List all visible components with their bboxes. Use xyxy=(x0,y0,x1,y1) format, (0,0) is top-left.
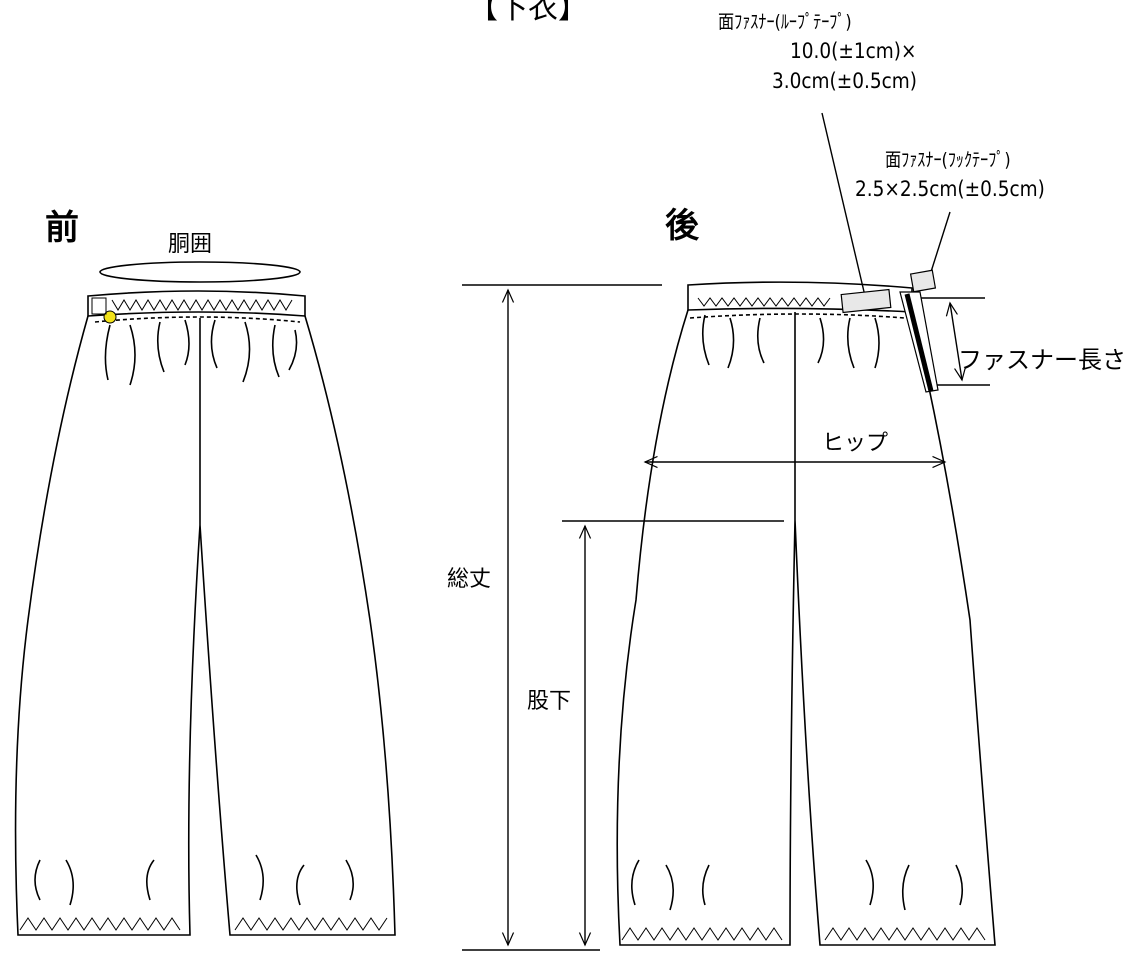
hook-tape-line2: 2.5×2.5cm(±0.5cm) xyxy=(855,177,1045,201)
front-view-label: 前 xyxy=(45,208,79,248)
loop-tape xyxy=(841,290,891,313)
hook-tape xyxy=(911,270,936,292)
zipper-length-arrow xyxy=(950,303,962,380)
front-outline xyxy=(16,316,395,935)
back-outline xyxy=(617,310,995,945)
loop-tape-leader xyxy=(822,113,865,296)
inseam-label: 股下 xyxy=(527,689,572,714)
dimensions xyxy=(462,113,990,950)
loop-tape-line2: 10.0(±1cm)× xyxy=(790,39,917,63)
loop-tape-line1: 面ﾌｧｽﾅｰ(ﾙｰﾌﾟﾃｰﾌﾟ) xyxy=(718,11,852,33)
total-length-label: 総丈 xyxy=(447,567,492,592)
hook-tape-leader xyxy=(930,212,950,275)
button-icon xyxy=(103,310,117,324)
hip-label: ヒップ xyxy=(822,431,889,456)
waist-label: 胴囲 xyxy=(168,232,213,257)
hook-tape-line1: 面ﾌｧｽﾅｰ(ﾌｯｸﾃｰﾌﾟ) xyxy=(885,149,1011,171)
diagram-title: 【下衣】 xyxy=(468,0,588,26)
loop-tape-line3: 3.0cm(±0.5cm) xyxy=(772,69,918,93)
front-pants xyxy=(16,262,395,935)
back-view-label: 後 xyxy=(665,206,699,246)
front-waistband xyxy=(88,291,305,316)
zipper-length-label: ファスナー長さ xyxy=(958,346,1126,374)
waist-ellipse xyxy=(100,262,300,282)
back-pants xyxy=(617,270,995,945)
